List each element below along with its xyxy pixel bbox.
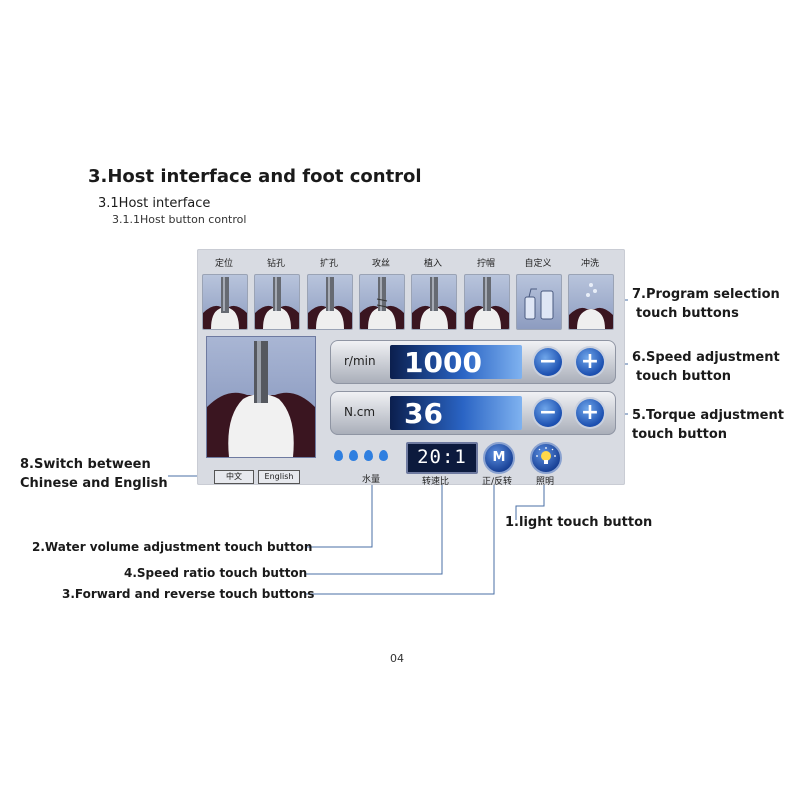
- subsection-title: 3.1Host interface: [98, 196, 211, 211]
- program-button-4[interactable]: [359, 274, 405, 330]
- ratio-label: 转速比: [422, 477, 450, 487]
- annotation-torque: 5.Torque adjustment touch button: [632, 406, 784, 444]
- torque-display: 36: [390, 396, 522, 430]
- water-label: 水量: [362, 475, 381, 485]
- light-label: 照明: [536, 477, 555, 487]
- annotation-ratio: 4.Speed ratio touch button: [124, 566, 308, 580]
- custom-icon: [524, 288, 554, 320]
- drilling-icon: [255, 277, 299, 329]
- annotation-program-line2: touch buttons: [636, 306, 739, 321]
- annotation-light: 1.light touch button: [505, 515, 653, 530]
- lightbulb-icon: [536, 447, 556, 464]
- water-drop-icon: [379, 450, 388, 461]
- annotation-program-line1: 7.Program selection: [632, 287, 780, 302]
- program-button-3[interactable]: [307, 274, 353, 330]
- speed-minus-button[interactable]: −: [534, 348, 562, 376]
- annotation-water: 2.Water volume adjustment touch button: [32, 540, 313, 554]
- speed-bar: r/min 1000 − +: [330, 340, 616, 384]
- program-label-7: 自定义: [524, 259, 552, 269]
- water-drop-icon: [334, 450, 343, 461]
- annotation-program: 7.Program selection touch buttons: [632, 285, 780, 323]
- program-button-6[interactable]: [464, 274, 510, 330]
- torque-bar: N.cm 36 − +: [330, 391, 616, 435]
- current-program-preview: [206, 336, 316, 458]
- torque-plus-button[interactable]: +: [576, 399, 604, 427]
- annotation-speed: 6.Speed adjustment touch button: [632, 348, 780, 386]
- program-label-1: 定位: [214, 259, 233, 269]
- program-label-6: 拧帽: [476, 259, 495, 269]
- program-button-8[interactable]: [568, 274, 614, 330]
- annotation-torque-line1: 5.Torque adjustment: [632, 408, 784, 423]
- program-label-8: 冲洗: [580, 259, 599, 269]
- torque-value: 36: [404, 397, 443, 430]
- program-button-1[interactable]: [202, 274, 248, 330]
- annotation-language: 8.Switch between Chinese and English: [20, 455, 168, 493]
- implant-icon: [412, 277, 456, 329]
- program-button-7[interactable]: [516, 274, 562, 330]
- tapping-icon: [360, 277, 404, 329]
- direction-icon: M: [492, 450, 506, 465]
- english-language-button[interactable]: English: [258, 470, 300, 484]
- reaming-icon: [308, 277, 352, 329]
- subsubsection-title: 3.1.1Host button control: [112, 213, 247, 226]
- direction-button[interactable]: M: [483, 442, 515, 474]
- water-drop-icon: [349, 450, 358, 461]
- annotation-language-line2: Chinese and English: [20, 476, 168, 491]
- torque-unit: N.cm: [344, 405, 376, 419]
- positioning-drill-icon: [203, 277, 247, 329]
- program-button-2[interactable]: [254, 274, 300, 330]
- flushing-icon: [569, 283, 613, 329]
- speed-ratio-button[interactable]: 20:1: [406, 442, 478, 474]
- program-label-2: 钻孔: [266, 259, 285, 269]
- speed-unit: r/min: [344, 354, 376, 368]
- program-label-5: 植入: [423, 259, 442, 269]
- page-number: 04: [390, 652, 404, 665]
- annotation-speed-line1: 6.Speed adjustment: [632, 350, 780, 365]
- speed-value: 1000: [404, 346, 482, 379]
- water-volume-button[interactable]: [334, 450, 404, 464]
- line-ratio: [306, 472, 443, 575]
- torque-minus-button[interactable]: −: [534, 399, 562, 427]
- line-direction: [306, 470, 495, 595]
- program-button-5[interactable]: [411, 274, 457, 330]
- light-button[interactable]: [530, 442, 562, 474]
- section-title: 3.Host interface and foot control: [88, 166, 422, 187]
- direction-label: 正/反转: [482, 477, 513, 487]
- program-label-3: 扩孔: [319, 259, 338, 269]
- cap-screwing-icon: [465, 277, 509, 329]
- annotation-torque-line2: touch button: [632, 427, 728, 442]
- water-drop-icon: [364, 450, 373, 461]
- program-label-4: 攻丝: [371, 259, 390, 269]
- chinese-language-button[interactable]: 中文: [214, 470, 254, 484]
- speed-plus-button[interactable]: +: [576, 348, 604, 376]
- annotation-speed-line2: touch button: [636, 369, 732, 384]
- annotation-language-line1: 8.Switch between: [20, 457, 151, 472]
- implant-tooth-icon: [207, 341, 315, 457]
- annotation-direction: 3.Forward and reverse touch buttons: [62, 587, 315, 601]
- speed-display: 1000: [390, 345, 522, 379]
